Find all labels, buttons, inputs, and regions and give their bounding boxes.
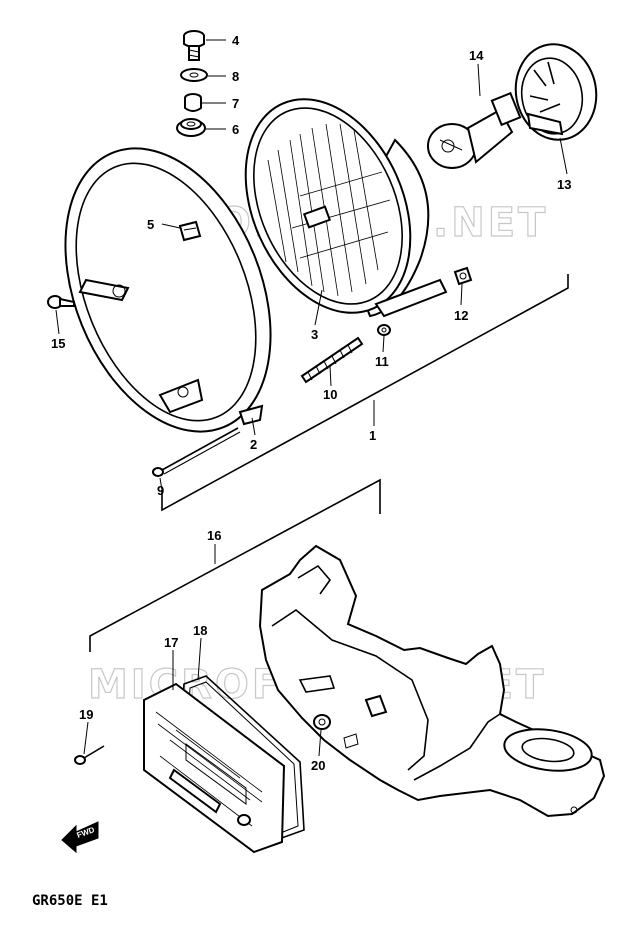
callout-15: 15 — [51, 336, 65, 351]
bracket-meter-assembly — [89, 478, 381, 652]
callout-20: 20 — [311, 758, 325, 773]
callout-18: 18 — [193, 623, 207, 638]
meter-panel — [143, 682, 286, 854]
bracket-headlight-assembly — [161, 274, 569, 512]
callout-14: 14 — [469, 48, 484, 63]
callout-13: 13 — [557, 177, 571, 192]
headlight-bulb — [427, 91, 522, 169]
adjusting-spring — [300, 336, 364, 384]
callout-9: 9 — [157, 483, 164, 498]
leader-lines — [55, 39, 568, 757]
callout-10: 10 — [323, 387, 337, 402]
callout-7: 7 — [232, 96, 239, 111]
adjust-washer — [377, 324, 391, 336]
callout-2: 2 — [250, 437, 257, 452]
bulb-socket — [514, 43, 598, 141]
rubber-grommet — [176, 118, 206, 137]
lock-nut — [453, 266, 473, 286]
callout-3: 3 — [311, 327, 318, 342]
forward-direction-arrow: FWD — [61, 821, 99, 854]
headlight-lens-unit — [244, 98, 448, 318]
mount-screw — [183, 30, 205, 61]
model-code-label: GR650E E1 — [32, 893, 108, 909]
panel-screw — [74, 745, 105, 765]
indicator-lamp — [313, 714, 331, 730]
callout-1: 1 — [369, 428, 376, 443]
adjusting-screw — [152, 427, 241, 477]
callout-11: 11 — [375, 354, 389, 369]
callout-6: 6 — [232, 122, 239, 137]
emblem-plate — [178, 220, 202, 242]
callout-8: 8 — [232, 69, 239, 84]
meter-cover-housing — [258, 544, 606, 818]
headlight-rim — [64, 147, 272, 433]
callout-4: 4 — [232, 33, 240, 48]
flat-washer — [180, 68, 208, 82]
rim-screw — [47, 295, 75, 309]
callout-16: 16 — [207, 528, 221, 543]
callout-5: 5 — [147, 217, 154, 232]
callout-17: 17 — [164, 635, 178, 650]
callout-19: 19 — [79, 707, 93, 722]
spacer-collar — [184, 93, 202, 112]
callout-12: 12 — [454, 308, 468, 323]
